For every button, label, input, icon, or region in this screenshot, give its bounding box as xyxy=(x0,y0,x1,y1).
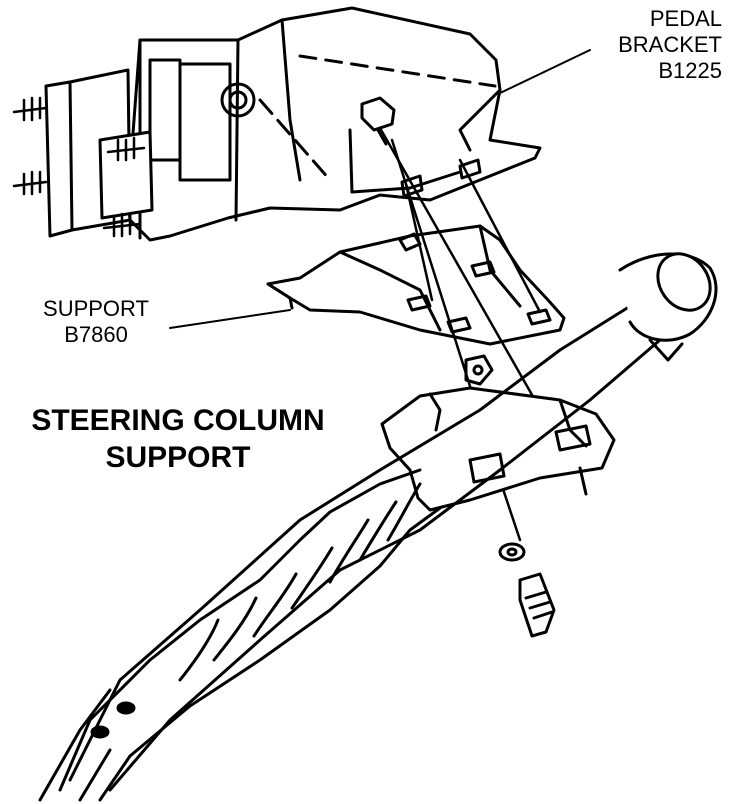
steering-column xyxy=(38,252,718,802)
diagram-title: STEERING COLUMN SUPPORT xyxy=(8,402,348,476)
stud-bolts xyxy=(12,96,146,238)
lower-bolt xyxy=(498,542,556,638)
support-label: SUPPORT B7860 xyxy=(26,296,166,348)
column-clamp xyxy=(380,386,616,512)
pedal-bracket-label: PEDAL BRACKET B1225 xyxy=(560,6,722,84)
pedal-bracket-label-line-2: BRACKET xyxy=(618,32,722,57)
support-label-line-1: SUPPORT xyxy=(43,296,149,321)
mounting-flange xyxy=(12,68,154,238)
diagram-title-line-1: STEERING COLUMN xyxy=(31,404,325,437)
support-label-line-2: B7860 xyxy=(64,322,128,347)
pedal-bracket xyxy=(126,6,542,242)
leader-lines xyxy=(169,49,591,329)
pedal-bracket-label-line-3: B1225 xyxy=(658,58,722,83)
diagram-title-line-2: SUPPORT xyxy=(105,441,251,474)
upper-bolt xyxy=(360,96,494,386)
support-bracket xyxy=(266,224,566,346)
pedal-bracket-label-line-1: PEDAL xyxy=(649,6,722,31)
